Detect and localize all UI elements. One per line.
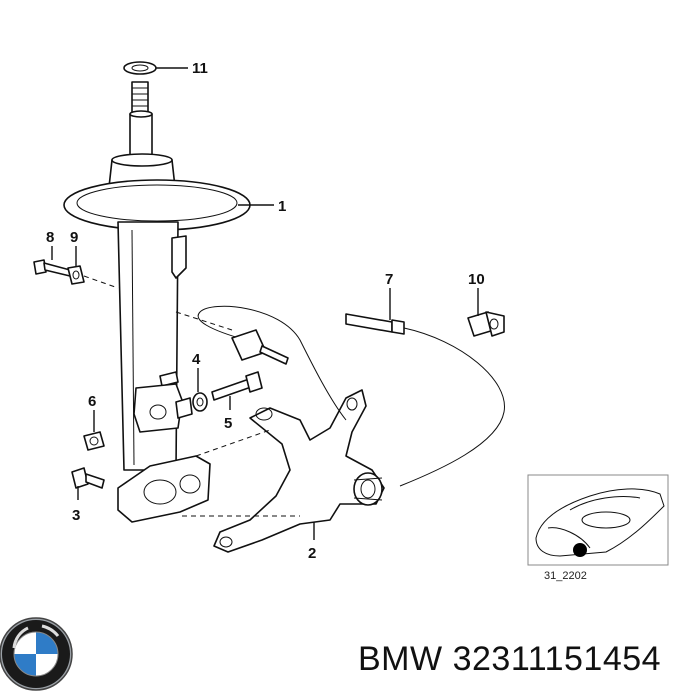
reference-lines: [83, 275, 300, 517]
part-1-strut: [63, 81, 251, 523]
abs-sensor-cable: [197, 305, 347, 421]
callout-11: 11: [192, 60, 208, 77]
callout-1: 1: [278, 198, 286, 215]
callout-7: 7: [385, 271, 393, 288]
part-number: 32311151454: [452, 640, 662, 678]
part-10-clip: [467, 311, 505, 337]
part-5-bolt: [211, 371, 263, 401]
callout-5: 5: [224, 415, 232, 432]
part-6-nut: [83, 431, 105, 451]
callout-10: 10: [468, 271, 485, 288]
leader-lines: [51, 67, 479, 540]
part-2-steering-knuckle: [213, 389, 385, 553]
callout-3: 3: [72, 507, 80, 524]
callout-labels: 11 1 8 9 7 10 4 5 6 3 2: [46, 60, 485, 562]
callout-6: 6: [88, 393, 96, 410]
callout-2: 2: [308, 545, 316, 562]
part-8-bolt: [33, 259, 71, 277]
part-11-washer: [123, 61, 157, 75]
brand-name: BMW: [358, 640, 443, 678]
bmw-logo: [0, 617, 73, 691]
part-7-sensor-lead: [345, 313, 505, 487]
vehicle-location-inset: 31_2202: [527, 474, 669, 582]
part-3-bolt: [71, 467, 105, 489]
location-marker: [573, 543, 587, 557]
callout-9: 9: [70, 229, 78, 246]
callout-8: 8: [46, 229, 54, 246]
callout-4: 4: [192, 351, 201, 368]
inset-code: 31_2202: [544, 570, 587, 582]
part-9-nut: [67, 265, 85, 285]
part-4-washer: [192, 392, 208, 412]
